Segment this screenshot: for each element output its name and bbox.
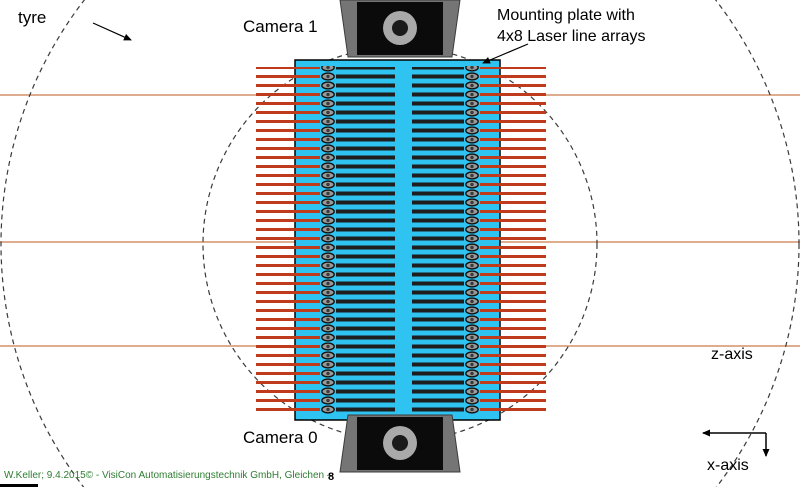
camera-1-lens-center xyxy=(392,20,408,36)
footer-rule xyxy=(0,484,38,487)
camera-0-icon xyxy=(339,414,461,473)
mounting-plate-arrow xyxy=(482,43,529,64)
camera-0-lens-center xyxy=(392,435,408,451)
axis-arrows-icon xyxy=(702,429,770,457)
tyre-arrow xyxy=(92,22,132,41)
laser-lines-right xyxy=(478,67,546,413)
z-axis-label: z-axis xyxy=(711,346,753,363)
footer-credit: W.Keller; 9.4.2015© - VisiCon Automatisi… xyxy=(4,470,333,481)
laser-diode-column-right xyxy=(464,66,480,414)
camera-1-label: Camera 1 xyxy=(243,17,318,36)
x-axis-label: x-axis xyxy=(707,457,749,474)
mounting-plate-label-line2: 4x8 Laser line arrays xyxy=(497,28,646,45)
page-number: 8 xyxy=(328,471,335,483)
laser-slots-right xyxy=(412,67,464,413)
camera-0-label: Camera 0 xyxy=(243,428,318,447)
laser-slots-left xyxy=(336,67,395,413)
camera-1-icon xyxy=(339,0,461,58)
laser-diode-column-left xyxy=(320,66,336,414)
tyre-label: tyre xyxy=(18,8,47,27)
mounting-plate-label-line1: Mounting plate with xyxy=(497,7,635,24)
laser-lines-left xyxy=(256,67,325,413)
mounting-plate-label: Mounting plate with 4x8 Laser line array… xyxy=(497,5,646,47)
